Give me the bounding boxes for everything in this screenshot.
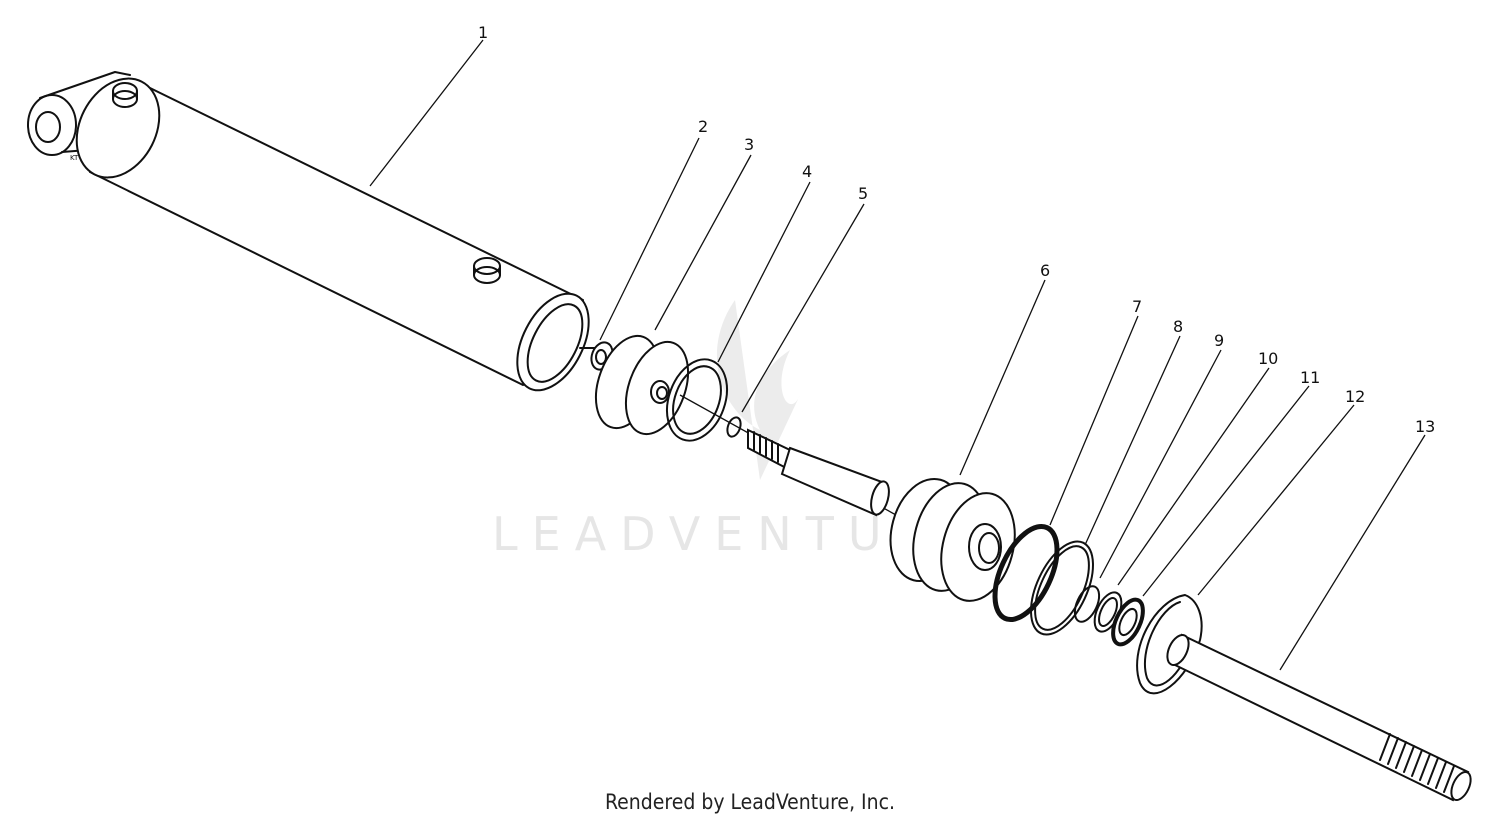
cylinder-barrel[interactable]: KT	[27, 64, 603, 402]
rod-wiper[interactable]	[1107, 595, 1149, 649]
part-label-3: 3	[744, 135, 754, 154]
rod-gland[interactable]	[880, 471, 1026, 609]
part-labels: 1 2 3 4 5 6 7 8 9 10 11 12 13	[478, 23, 1435, 436]
rod-stud[interactable]	[747, 428, 892, 517]
part-label-2: 2	[698, 117, 708, 136]
barrel-marking: KT	[70, 154, 79, 162]
rod-seal-small[interactable]	[1070, 583, 1104, 626]
o-ring-large[interactable]	[656, 351, 737, 449]
part-label-1: 1	[478, 23, 488, 42]
part-label-12: 12	[1345, 387, 1365, 406]
leader-lines	[369, 39, 1426, 671]
footer-credit: Rendered by LeadVenture, Inc.	[605, 790, 895, 814]
seal-ring[interactable]	[1018, 532, 1106, 644]
part-label-5: 5	[858, 184, 868, 203]
backup-ring[interactable]	[982, 517, 1070, 629]
part-label-11: 11	[1300, 368, 1320, 387]
part-label-4: 4	[802, 162, 812, 181]
part-label-6: 6	[1040, 261, 1050, 280]
part-label-7: 7	[1132, 297, 1142, 316]
part-label-9: 9	[1214, 331, 1224, 350]
part-label-8: 8	[1173, 317, 1183, 336]
part-label-13: 13	[1415, 417, 1435, 436]
part-label-10: 10	[1258, 349, 1278, 368]
o-ring-small[interactable]	[725, 416, 743, 439]
piston-rod[interactable]	[1163, 632, 1475, 803]
